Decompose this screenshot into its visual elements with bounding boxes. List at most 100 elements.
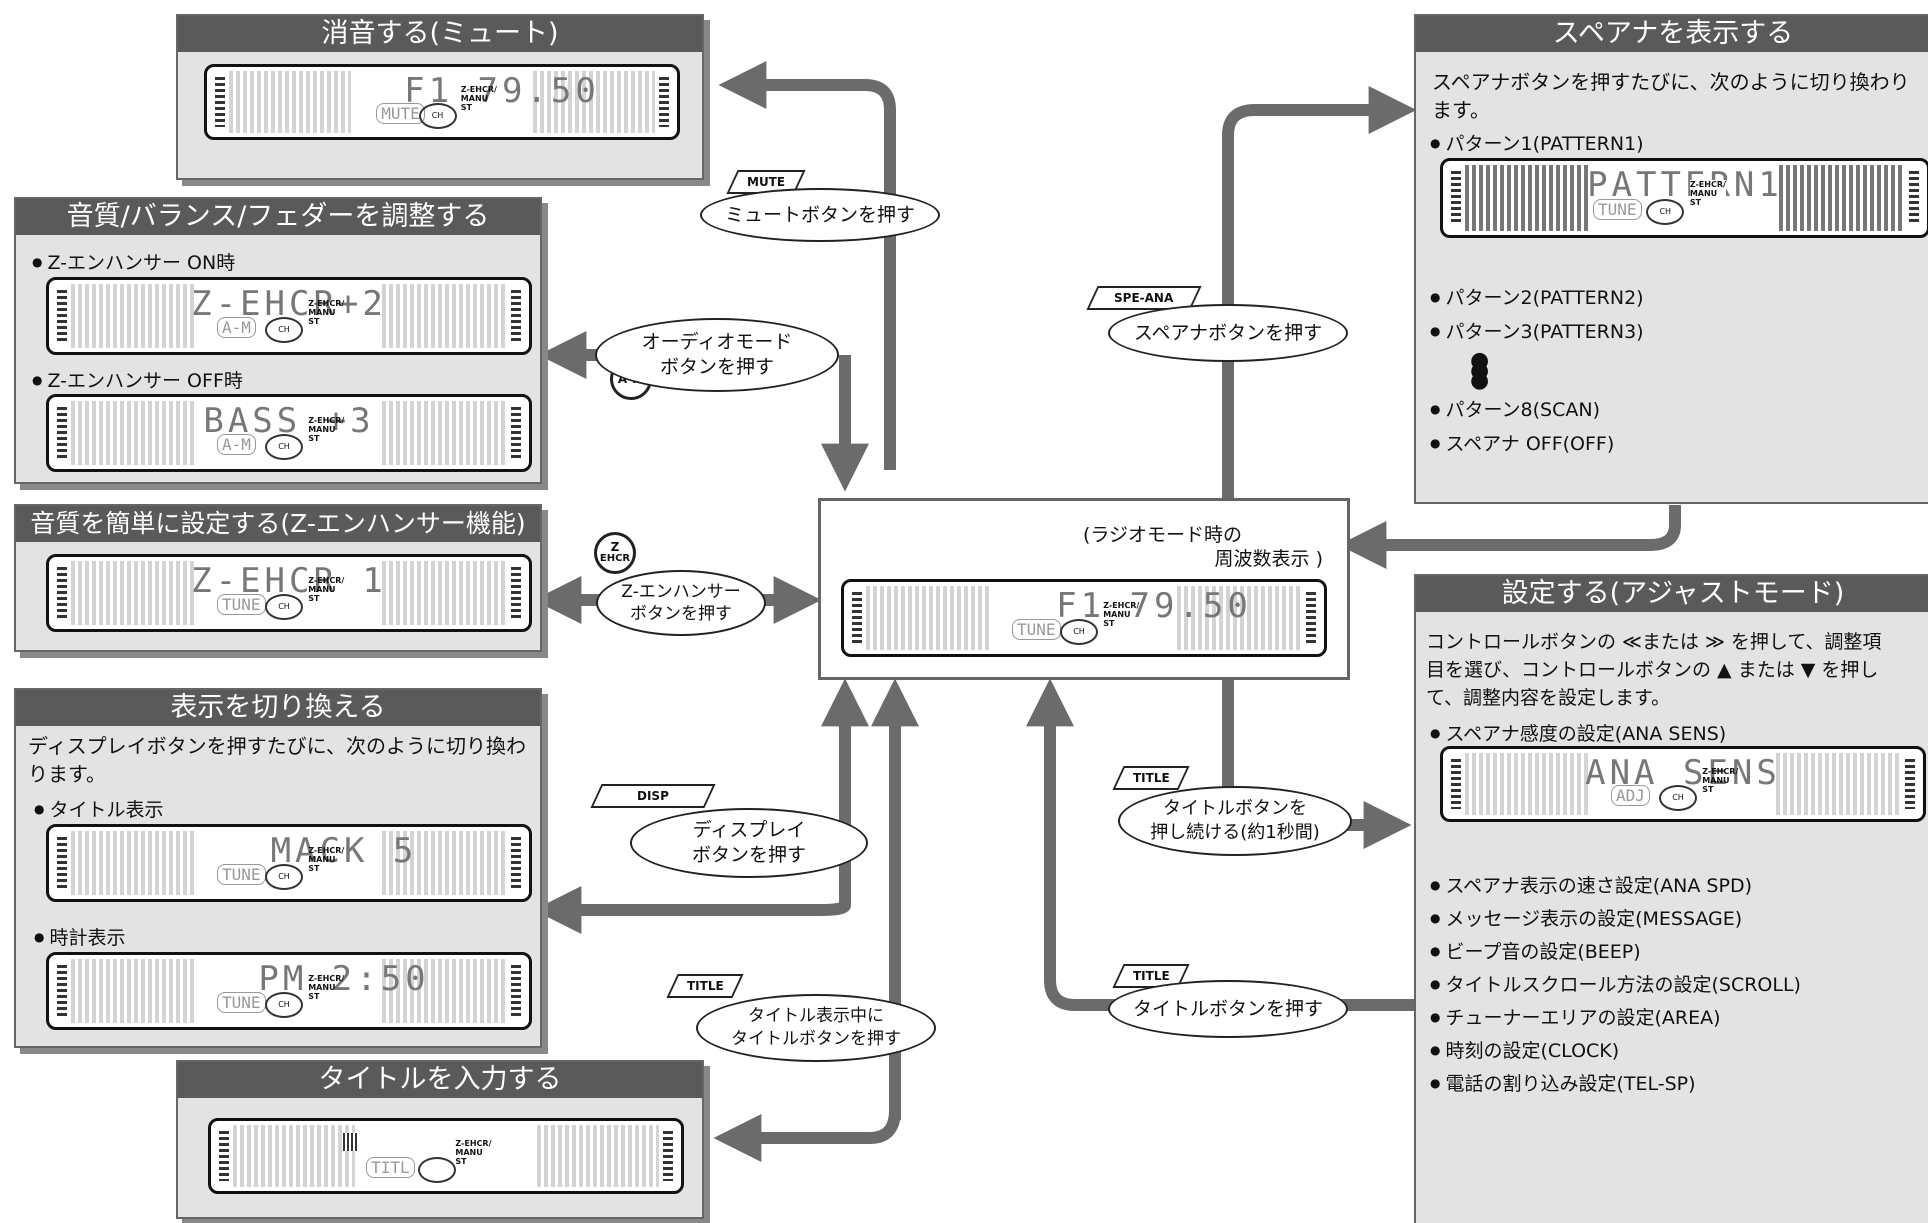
list-item: パターン1(PATTERN1) xyxy=(1430,130,1643,157)
panel-title: 消音する(ミュート) xyxy=(178,16,702,52)
list-item: メッセージ表示の設定(MESSAGE) xyxy=(1430,905,1742,932)
panel-description: ディスプレイボタンを押すたびに、次のように切り換わ xyxy=(28,734,526,758)
panel-description: スペアナボタンを押すたびに、次のように切り換わり xyxy=(1432,70,1910,94)
lcd-function: TUNE xyxy=(217,864,266,886)
list-item: 時刻の設定(CLOCK) xyxy=(1430,1037,1619,1064)
list-item: スペアナ表示の速さ設定(ANA SPD) xyxy=(1430,872,1752,899)
list-item: Z-エンハンサー ON時 xyxy=(32,249,235,276)
list-item: スペアナ感度の設定(ANA SENS) xyxy=(1430,720,1726,747)
panel-title: 音質/バランス/フェダーを調整する xyxy=(16,199,540,235)
spectrum-panel: スペアナを表示する スペアナボタンを押すたびに、次のように切り換わり ます。 パ… xyxy=(1414,14,1928,504)
ellipsis-icon: ●●● xyxy=(1470,348,1490,393)
lcd-function: TUNE xyxy=(217,992,266,1014)
lcd-function: TUNE xyxy=(1012,619,1061,641)
list-item: 時計表示 xyxy=(34,924,125,951)
lcd-function: MUTE xyxy=(376,103,425,125)
center-panel: (ラジオモード時の 周波数表示 ) F1 79.50 TUNE CH Z-EHC… xyxy=(818,498,1350,680)
title-hold-callout: タイトルボタンを押し続ける(約1秒間) xyxy=(1118,786,1352,856)
adjust-panel: 設定する(アジャストモード) コントロールボタンの ≪または ≫ を押して、調整… xyxy=(1414,574,1928,1223)
audio-panel: 音質/バランス/フェダーを調整する Z-エンハンサー ON時 Z-EHCR+2 … xyxy=(14,197,542,484)
mute-button-callout: ミュートボタンを押す xyxy=(700,188,940,242)
display-button-callout: ディスプレイボタンを押す xyxy=(630,808,868,878)
arrow-adjust-back xyxy=(1026,678,1415,1011)
lcd-function: ADJ xyxy=(1611,785,1650,807)
ch-icon xyxy=(417,1157,456,1184)
ch-icon: CH xyxy=(1060,619,1098,646)
list-item: 電話の割り込み設定(TEL-SP) xyxy=(1430,1070,1695,1097)
lcd-text: Z-EHCR+2 xyxy=(191,284,387,324)
panel-title: 音質を簡単に設定する(Z-エンハンサー機能) xyxy=(16,506,540,542)
lcd-text: PM 2:50 xyxy=(258,959,430,999)
ch-icon: CH xyxy=(265,992,303,1019)
panel-description: コントロールボタンの ≪または ≫ を押して、調整項 xyxy=(1426,631,1882,653)
audio-mode-button-callout: オーディオモードボタンを押す xyxy=(595,318,839,392)
panel-title: 表示を切り換える xyxy=(16,690,540,726)
list-item: Z-エンハンサー OFF時 xyxy=(32,367,242,394)
zenh-button-callout: Z-エンハンサーボタンを押す xyxy=(596,570,766,636)
list-item: チューナーエリアの設定(AREA) xyxy=(1430,1004,1720,1031)
list-item: パターン3(PATTERN3) xyxy=(1430,318,1643,345)
list-item: タイトル表示 xyxy=(34,796,163,823)
spectrum-button-callout: スペアナボタンを押す xyxy=(1108,304,1348,362)
title-in-display-callout: タイトル表示中にタイトルボタンを押す xyxy=(696,994,936,1062)
ch-icon: CH xyxy=(1646,199,1685,226)
zenh-panel: 音質を簡単に設定する(Z-エンハンサー機能) Z-EHCR 1 TUNE CH … xyxy=(14,504,542,652)
lcd-text: BASS +3 xyxy=(203,401,375,441)
arrow-to-spectrum xyxy=(1222,86,1417,500)
arrow-spectrum-back xyxy=(1338,505,1681,569)
center-caption: 周波数表示 ) xyxy=(1214,548,1323,570)
display-panel: 表示を切り換える ディスプレイボタンを押すたびに、次のように切り換わ ります。 … xyxy=(14,688,542,1048)
panel-title: スペアナを表示する xyxy=(1416,16,1928,52)
title-hold-button-tag: TITLE xyxy=(1112,766,1190,790)
lcd-function: A-M xyxy=(217,317,256,339)
lcd-function: TITL xyxy=(366,1157,415,1179)
list-item: ビープ音の設定(BEEP) xyxy=(1430,938,1640,965)
ch-icon: CH xyxy=(265,594,303,621)
panel-title: タイトルを入力する xyxy=(178,1062,702,1098)
panel-description: ます。 xyxy=(1432,98,1490,122)
title-button-tag: TITLE xyxy=(666,974,744,998)
panel-title: 設定する(アジャストモード) xyxy=(1416,576,1928,612)
center-caption: (ラジオモード時の xyxy=(1083,524,1243,546)
lcd-function: TUNE xyxy=(217,594,266,616)
ch-icon: CH xyxy=(265,317,303,344)
display-button-tag: DISP xyxy=(590,784,716,808)
arrow-to-mute xyxy=(718,61,896,470)
title-press-callout: タイトルボタンを押す xyxy=(1108,980,1348,1038)
list-item: タイトルスクロール方法の設定(SCROLL) xyxy=(1430,971,1800,998)
lcd-text: Z-EHCR 1 xyxy=(191,561,387,601)
lcd-text: F1 79.50 xyxy=(1056,586,1252,626)
lcd-function: TUNE xyxy=(1593,199,1642,221)
ch-icon: CH xyxy=(265,864,303,891)
panel-description: 目を選び、コントロールボタンの ▲ または ▼ を押し xyxy=(1426,659,1879,681)
lcd-text: MACK 5 xyxy=(270,831,418,871)
panel-description: ります。 xyxy=(28,762,106,786)
panel-description: て、調整内容を設定します。 xyxy=(1426,687,1671,709)
arrow-to-title-input xyxy=(713,1109,901,1162)
ch-icon: CH xyxy=(418,103,457,130)
list-item: スペアナ OFF(OFF) xyxy=(1430,430,1614,457)
cursor-icon xyxy=(342,1133,357,1151)
ch-icon: CH xyxy=(265,434,303,461)
list-item: パターン2(PATTERN2) xyxy=(1430,284,1643,311)
